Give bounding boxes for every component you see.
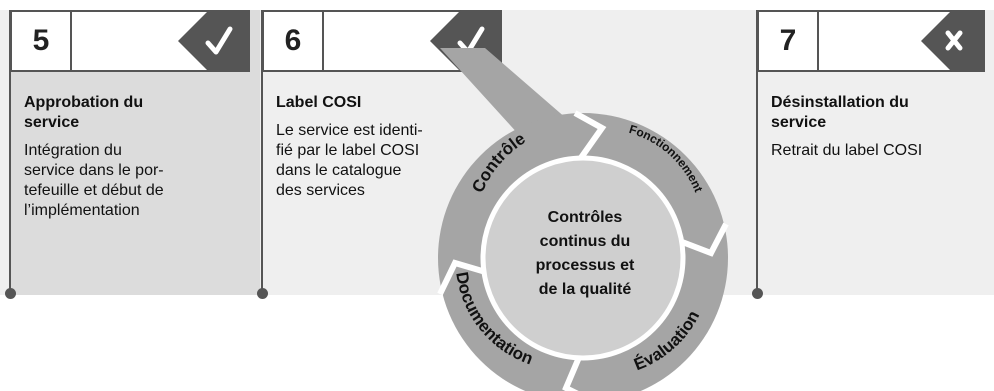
cycle-center [480, 155, 686, 361]
svg-text:de la qualité: de la qualité [539, 281, 632, 298]
card-7-dot [752, 288, 763, 299]
step-7-header: 7 [757, 10, 985, 72]
cycle-center-text: Contrôles continus du processus et de la… [536, 209, 635, 298]
card-5-line [9, 10, 11, 294]
step-5-description: Intégration du service dans le por- tefe… [24, 142, 164, 219]
card-7-line [756, 10, 758, 294]
card-6-dot [257, 288, 268, 299]
svg-text:Contrôles: Contrôles [548, 209, 623, 226]
svg-text:continus du: continus du [540, 233, 631, 250]
step-6-number: 6 [264, 12, 324, 70]
step-7-title: Désinstallation du service [771, 94, 909, 131]
step-5-title: Approbation du service [24, 94, 144, 131]
step-6-description: Le service est identi- fié par le label … [276, 122, 423, 199]
card-6-line [261, 10, 263, 294]
cycle-arrow-separators [437, 110, 729, 391]
svg-text:processus et: processus et [536, 257, 635, 274]
step-5-number: 5 [12, 12, 72, 70]
step-5-header: 5 [10, 10, 250, 72]
step-6-title: Label COSI [276, 94, 362, 111]
cross-icon [921, 10, 985, 72]
check-icon [178, 10, 250, 72]
step-7-description: Retrait du label COSI [771, 142, 923, 159]
step-7-number: 7 [759, 12, 819, 70]
card-5-dot [5, 288, 16, 299]
